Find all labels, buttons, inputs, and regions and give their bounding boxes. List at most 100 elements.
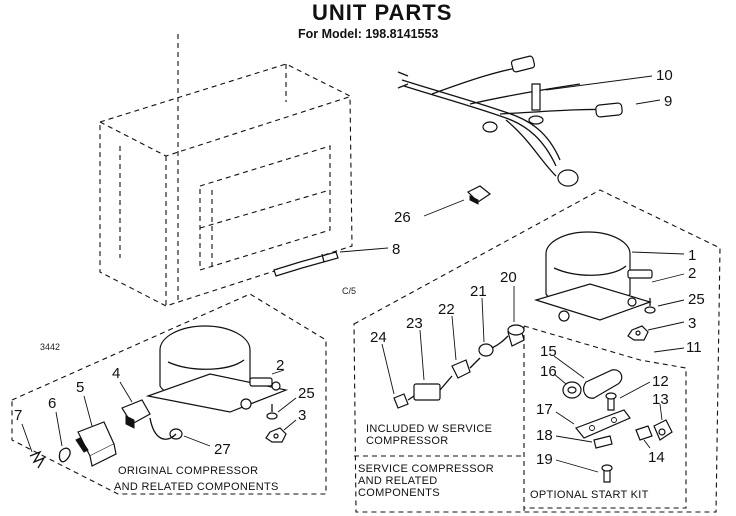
leader-3b bbox=[647, 321, 685, 331]
leader-21 bbox=[481, 297, 485, 343]
bracket-part-17 bbox=[575, 409, 631, 439]
grommet-part-25b bbox=[644, 298, 656, 314]
leader-24 bbox=[381, 343, 395, 395]
leader-26 bbox=[423, 199, 465, 217]
screw-part-19 bbox=[601, 464, 613, 483]
code-mid: C/5 bbox=[342, 286, 356, 296]
relay-part-4 bbox=[121, 399, 151, 429]
original-compressor-box bbox=[11, 293, 327, 495]
connector-part-26 bbox=[466, 185, 492, 205]
grommet-part-25a bbox=[266, 404, 278, 420]
part-number-23: 23 bbox=[406, 315, 423, 332]
page-title: UNIT PARTS bbox=[312, 0, 452, 25]
service-caption-line2: AND RELATED bbox=[358, 475, 438, 487]
included-part-23 bbox=[413, 375, 453, 401]
part-number-13: 13 bbox=[652, 391, 669, 408]
included-part-21 bbox=[478, 335, 509, 357]
leader-16 bbox=[553, 373, 567, 385]
leader-2a bbox=[271, 369, 285, 375]
cabinet-outline bbox=[99, 63, 353, 307]
included-part-22 bbox=[451, 357, 481, 379]
service-caption-line3: COMPONENTS bbox=[358, 487, 440, 499]
part-number-2a: 2 bbox=[276, 357, 284, 374]
nut-part-3a bbox=[265, 427, 287, 443]
leader-3a bbox=[283, 419, 297, 431]
part-number-3b: 3 bbox=[688, 315, 696, 332]
part-number-11: 11 bbox=[686, 339, 702, 356]
start-kit-caption: OPTIONAL START KIT bbox=[530, 489, 649, 501]
included-part-24 bbox=[393, 393, 415, 409]
part-number-15: 15 bbox=[540, 343, 557, 360]
leader-23 bbox=[419, 329, 425, 381]
leader-5 bbox=[83, 395, 93, 427]
part-number-16: 16 bbox=[540, 363, 557, 380]
part-number-4: 4 bbox=[112, 365, 120, 382]
leader-1 bbox=[631, 251, 685, 255]
included-caption-line1: INCLUDED W SERVICE bbox=[366, 423, 492, 435]
connector-part-14 bbox=[635, 425, 653, 441]
part-number-7: 7 bbox=[14, 407, 22, 424]
included-part-20 bbox=[507, 324, 525, 347]
spring-part-7 bbox=[29, 450, 46, 469]
original-compressor bbox=[145, 325, 289, 413]
leader-10 bbox=[545, 75, 653, 91]
original-caption-line2: AND RELATED COMPONENTS bbox=[114, 481, 279, 493]
leader-7 bbox=[21, 423, 33, 453]
leader-4 bbox=[119, 381, 133, 403]
leader-8 bbox=[339, 247, 389, 253]
part-number-9: 9 bbox=[664, 93, 672, 110]
part-number-20: 20 bbox=[500, 269, 517, 286]
part-number-10: 10 bbox=[656, 67, 673, 84]
capacitor-part-15 bbox=[582, 369, 623, 399]
leader-6 bbox=[55, 411, 63, 447]
model-line: For Model: 198.8141553 bbox=[298, 27, 438, 41]
service-caption-line1: SERVICE COMPRESSOR bbox=[358, 463, 494, 475]
part-number-5: 5 bbox=[76, 379, 84, 396]
part-number-1: 1 bbox=[688, 247, 696, 264]
clip-part-6 bbox=[58, 447, 71, 463]
leader-22 bbox=[451, 315, 457, 361]
leader-15 bbox=[553, 355, 585, 379]
plate-part-18 bbox=[593, 435, 613, 449]
wire-part-27 bbox=[149, 417, 183, 440]
start-kit-box bbox=[523, 325, 687, 509]
leader-19 bbox=[555, 459, 599, 473]
part-number-21: 21 bbox=[470, 283, 487, 300]
part-number-19: 19 bbox=[536, 451, 553, 468]
nut-part-3b bbox=[627, 325, 649, 341]
part-number-18: 18 bbox=[536, 427, 553, 444]
relay-part-13 bbox=[653, 419, 673, 441]
leader-13 bbox=[659, 403, 663, 421]
part-number-14: 14 bbox=[648, 449, 665, 466]
leader-25b bbox=[657, 299, 685, 307]
code-left: 3442 bbox=[40, 342, 60, 352]
screw-part-10 bbox=[528, 83, 544, 125]
part-number-27: 27 bbox=[214, 441, 231, 458]
part-number-8: 8 bbox=[392, 241, 400, 258]
part-number-25a: 25 bbox=[298, 385, 315, 402]
leader-2b bbox=[651, 273, 685, 283]
leader-11 bbox=[653, 347, 685, 353]
leader-12 bbox=[619, 381, 651, 399]
leader-17 bbox=[555, 411, 575, 425]
screw-part-12 bbox=[605, 392, 617, 411]
overload-part-5 bbox=[75, 421, 117, 467]
original-caption-line1: ORIGINAL COMPRESSOR bbox=[118, 465, 258, 477]
part-number-6: 6 bbox=[48, 395, 56, 412]
leader-25a bbox=[277, 397, 297, 413]
leader-27 bbox=[183, 435, 211, 447]
part-number-25b: 25 bbox=[688, 291, 705, 308]
part-number-3a: 3 bbox=[298, 407, 306, 424]
part-number-22: 22 bbox=[438, 301, 455, 318]
leader-18 bbox=[555, 435, 593, 443]
part-number-17: 17 bbox=[536, 401, 553, 418]
part-number-26: 26 bbox=[394, 209, 411, 226]
included-caption-line2: COMPRESSOR bbox=[366, 435, 448, 447]
part-number-12: 12 bbox=[652, 373, 669, 390]
cap-part-16 bbox=[562, 381, 582, 399]
wiring-harness bbox=[397, 55, 623, 187]
leader-14 bbox=[643, 439, 651, 449]
filter-drier-part-8 bbox=[273, 251, 339, 277]
part-number-2b: 2 bbox=[688, 265, 696, 282]
